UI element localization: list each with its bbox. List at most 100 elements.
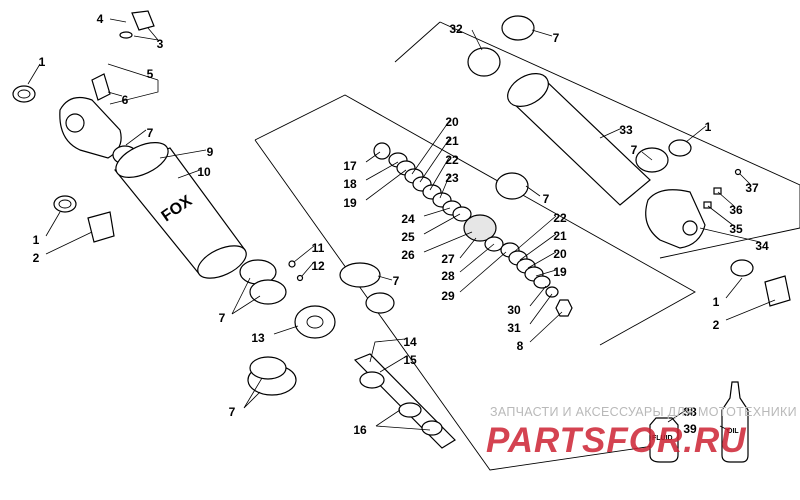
oil-label: OIL xyxy=(727,428,739,435)
leader-line xyxy=(719,425,729,431)
callout-labels: 4315679101211121377141516717181920212223… xyxy=(33,12,769,437)
leader-line xyxy=(459,251,507,293)
callout-number: 7 xyxy=(147,126,154,140)
callout-number: 15 xyxy=(403,353,417,367)
reservoir-cap-part xyxy=(467,47,501,77)
callout-number: 17 xyxy=(343,159,357,173)
callout-number: 37 xyxy=(745,181,759,195)
leader-line xyxy=(531,29,553,37)
callout-number: 6 xyxy=(122,93,129,107)
callout-number: 34 xyxy=(755,239,769,253)
callout-number: 8 xyxy=(517,339,524,353)
leader-line xyxy=(177,169,201,179)
leader-line xyxy=(375,409,431,431)
callout-number: 22 xyxy=(553,211,567,225)
leader-line xyxy=(535,269,557,277)
leader-line xyxy=(529,311,563,343)
callout-number: 33 xyxy=(619,123,633,137)
shim-stack xyxy=(373,142,573,317)
leader-line xyxy=(725,277,743,299)
leader-line xyxy=(699,227,761,243)
leader-line xyxy=(739,173,751,185)
leader-line xyxy=(423,213,461,235)
o-ring-part xyxy=(119,31,133,39)
leader-line xyxy=(369,338,406,363)
watermark-logo-text: PARTSFOR.RU xyxy=(486,421,747,460)
watermark-tagline: ЗАПЧАСТИ И АКСЕССУАРЫ ДЛЯ МОТОТЕХНИКИ xyxy=(490,405,797,419)
leader-line xyxy=(423,207,451,217)
valve-piston-part xyxy=(463,214,497,242)
callout-number: 2 xyxy=(713,318,720,332)
leader-lines xyxy=(27,18,776,431)
leader-line xyxy=(27,63,41,85)
callout-number: 12 xyxy=(311,259,325,273)
callout-number: 1 xyxy=(33,233,40,247)
bottles: FLUID OIL xyxy=(649,381,749,463)
callout-number: 1 xyxy=(713,295,720,309)
leader-line xyxy=(45,211,61,237)
callout-number: 25 xyxy=(401,230,415,244)
leader-line xyxy=(599,127,623,139)
callout-number: 7 xyxy=(393,274,400,288)
leader-line xyxy=(513,215,557,253)
leader-line xyxy=(377,275,393,281)
shock-eyelet-body xyxy=(59,97,122,159)
callout-number: 23 xyxy=(445,171,459,185)
callout-number: 7 xyxy=(631,143,638,157)
callout-number: 29 xyxy=(441,289,455,303)
frame-right-reservoir xyxy=(439,21,800,259)
leader-line xyxy=(667,409,687,423)
callout-number: 4 xyxy=(97,12,104,26)
callout-number: 21 xyxy=(553,229,567,243)
leader-line xyxy=(379,356,406,373)
leader-line xyxy=(125,129,147,146)
leader-line xyxy=(159,149,207,159)
leader-line xyxy=(273,325,299,335)
callout-number: 30 xyxy=(507,303,521,317)
leader-line xyxy=(529,293,553,325)
leader-line xyxy=(641,151,653,161)
callout-number: 7 xyxy=(229,405,236,419)
callout-number: 39 xyxy=(683,422,697,436)
leader-line xyxy=(419,137,451,183)
fluid-bottle xyxy=(649,417,679,463)
leader-line xyxy=(231,277,261,315)
callout-number: 3 xyxy=(157,37,164,51)
callout-number: 31 xyxy=(507,321,521,335)
callout-number: 7 xyxy=(219,311,226,325)
leader-line xyxy=(365,151,381,163)
callout-number: 36 xyxy=(729,203,743,217)
leader-line xyxy=(527,251,557,269)
callout-number: 22 xyxy=(445,153,459,167)
leader-line xyxy=(365,161,399,181)
leader-line xyxy=(293,245,315,263)
leader-line xyxy=(429,155,451,191)
callout-number: 1 xyxy=(705,120,712,134)
leader-line xyxy=(439,173,451,199)
callout-number: 10 xyxy=(197,165,211,179)
reservoir-eyelet xyxy=(645,189,706,249)
leader-line xyxy=(107,63,159,105)
callout-number: 38 xyxy=(683,405,697,419)
callout-number: 35 xyxy=(729,222,743,236)
callout-number: 1 xyxy=(39,55,46,69)
spacer-part xyxy=(87,211,115,243)
leader-line xyxy=(107,91,123,97)
leader-line xyxy=(707,205,735,227)
leader-line xyxy=(423,231,473,253)
oil-bottle xyxy=(721,381,749,463)
leader-line xyxy=(471,29,483,51)
callout-number: 13 xyxy=(251,331,265,345)
fluid-label: FLUID xyxy=(652,435,673,442)
callout-number: 20 xyxy=(445,115,459,129)
callout-number: 16 xyxy=(353,423,367,437)
leader-line xyxy=(459,237,477,259)
callout-number: 9 xyxy=(207,145,214,159)
callout-number: 14 xyxy=(403,335,417,349)
shaft-part xyxy=(353,353,456,449)
leader-line xyxy=(301,261,315,277)
leader-line xyxy=(133,27,159,41)
leader-line xyxy=(109,18,127,23)
leader-line xyxy=(525,185,541,197)
